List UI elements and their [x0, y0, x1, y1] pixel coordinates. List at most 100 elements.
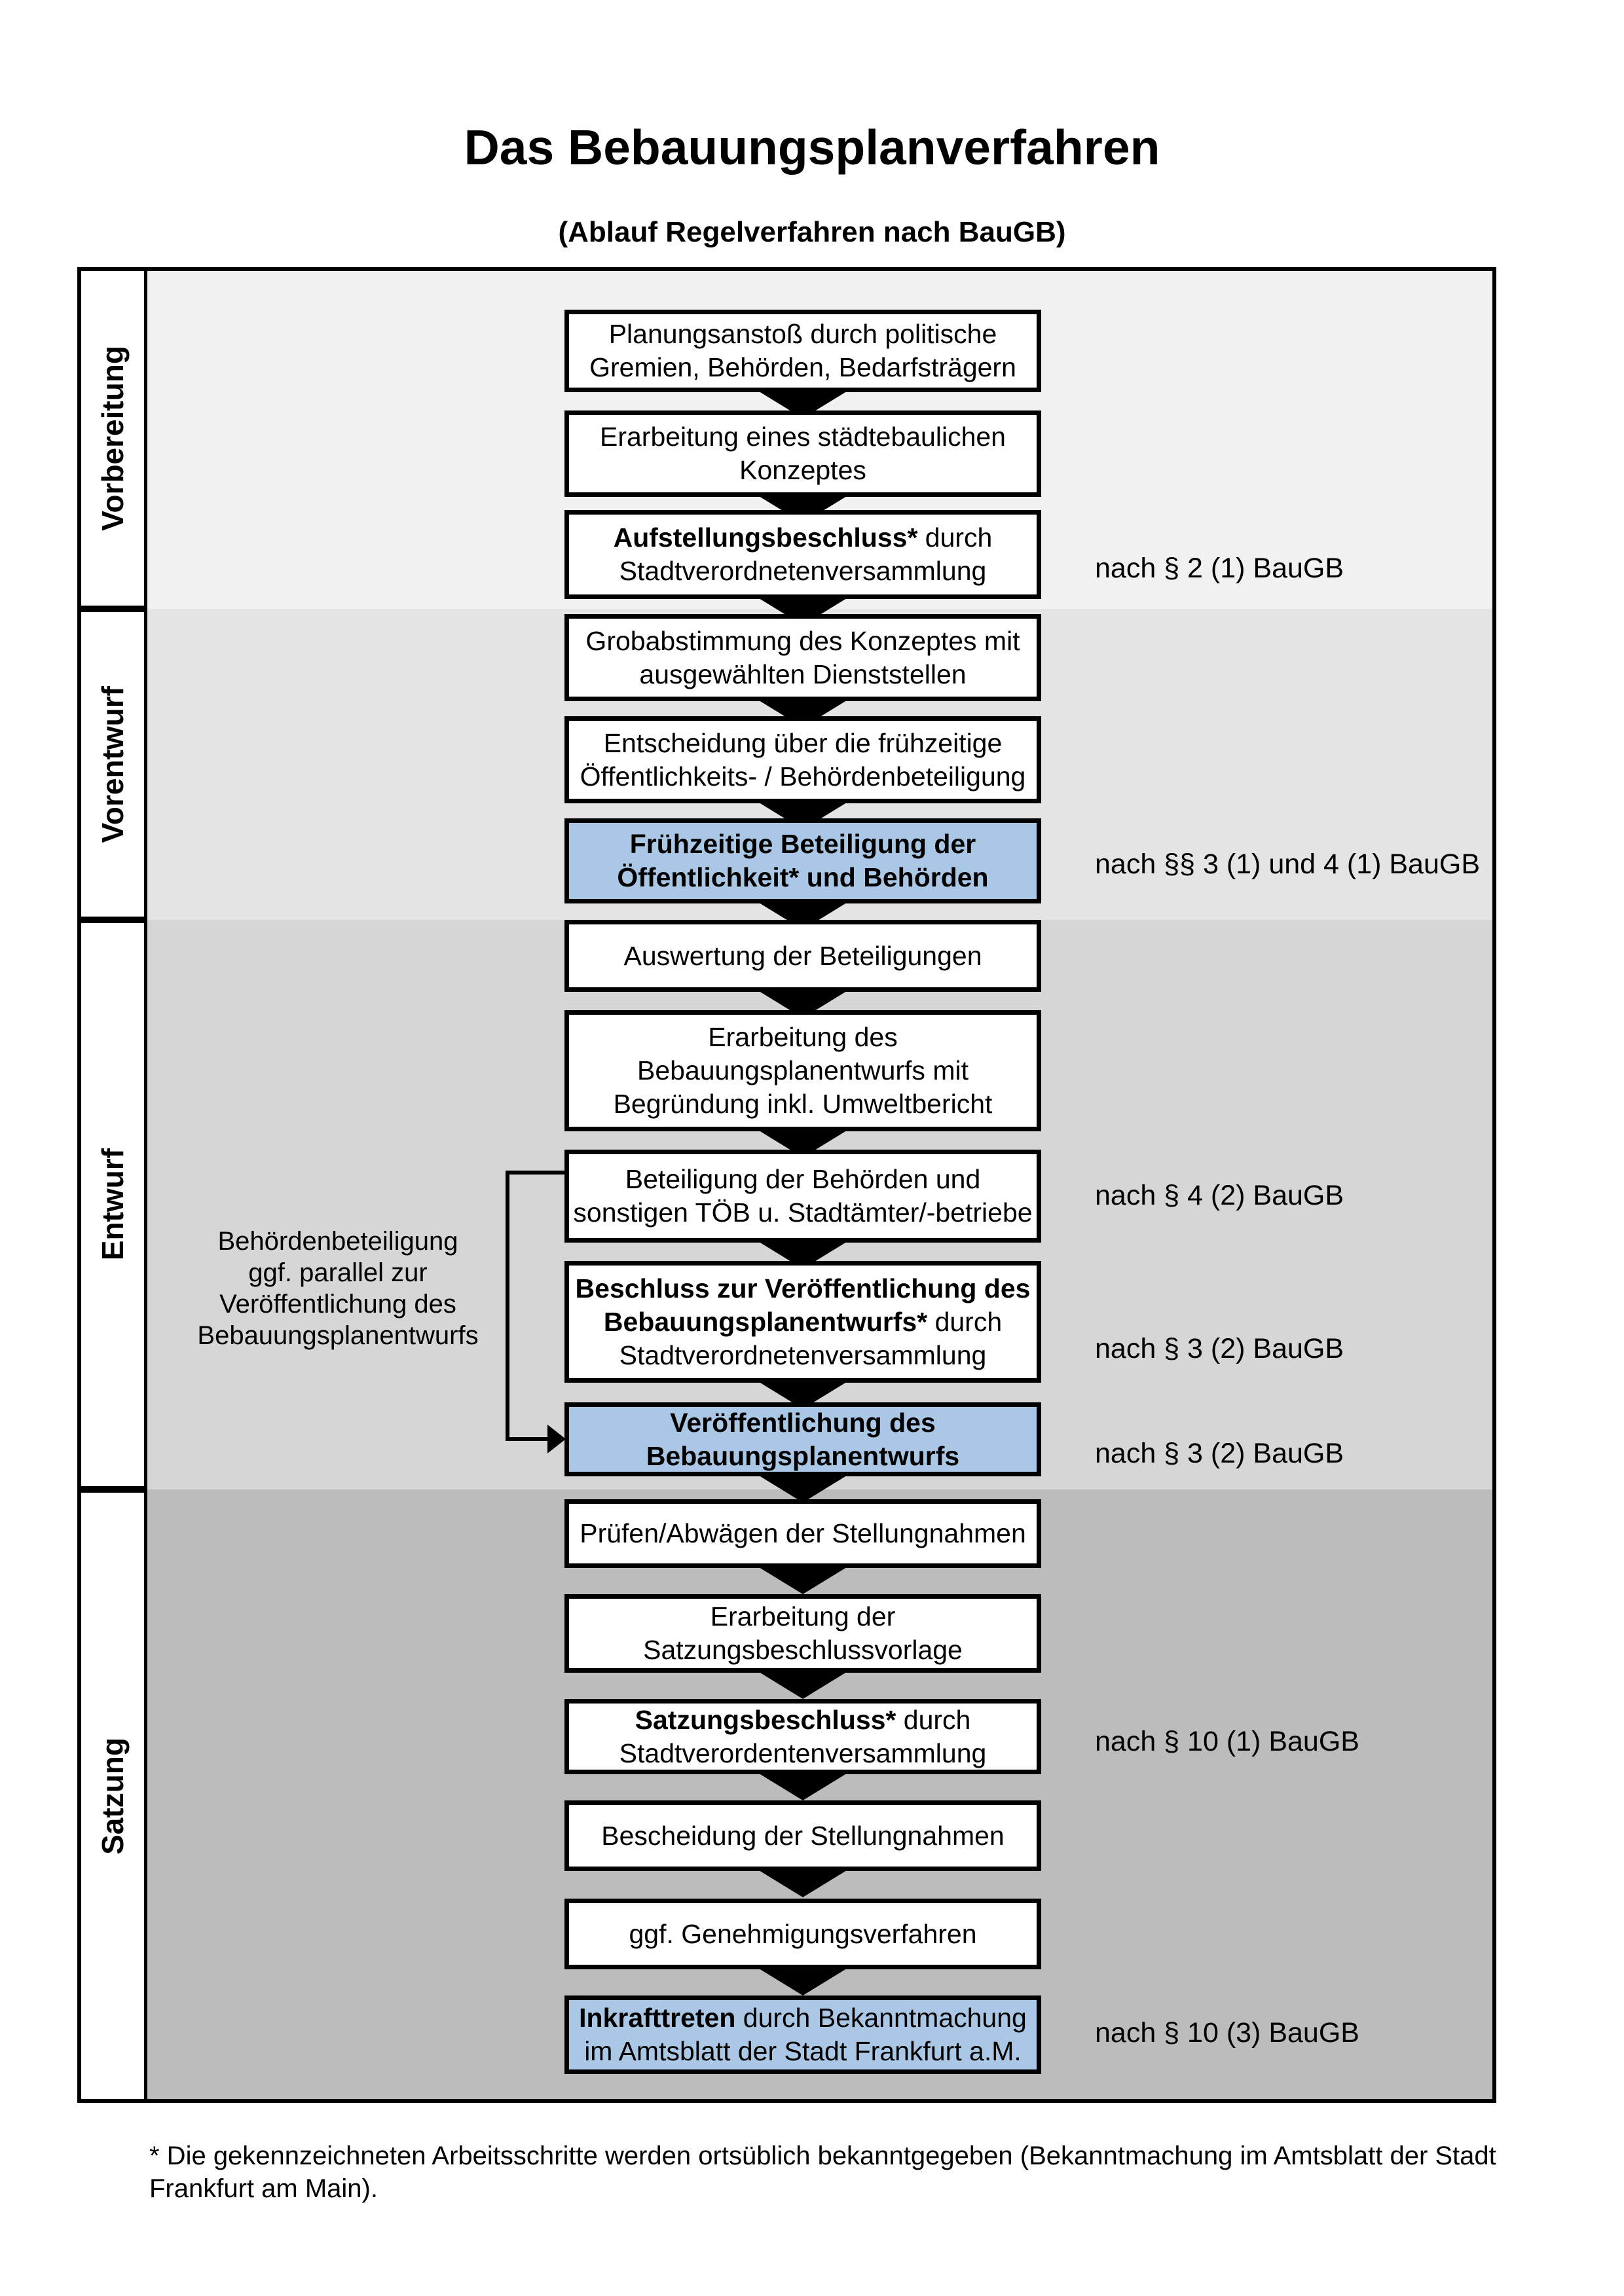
law-reference: nach § 3 (2) BauGB	[1095, 1438, 1344, 1469]
step-text: Beteiligung der Behörden und	[625, 1164, 981, 1194]
footnote-line-1: * Die gekennzeichneten Arbeitsschritte w…	[149, 2141, 1496, 2170]
step-text-line: im Amtsblatt der Stadt Frankfurt a.M.	[584, 2035, 1022, 2068]
step-text: Gremien, Behörden, Bedarfsträgern	[589, 352, 1016, 382]
step-text: Erarbeitung der	[710, 1601, 896, 1631]
step-text-line: Konzeptes	[739, 454, 866, 487]
law-reference: nach § 10 (3) BauGB	[1095, 2017, 1359, 2049]
step-text: Auswertung der Beteiligungen	[623, 940, 982, 971]
step-text: Bebauungsplanentwurfs mit	[637, 1055, 969, 1085]
step-text: Konzeptes	[739, 455, 866, 485]
footnote: * Die gekennzeichneten Arbeitsschritte w…	[149, 2140, 1551, 2205]
step-text-line: Bebauungsplanentwurfs* durch	[604, 1305, 1002, 1339]
step-text: Begründung inkl. Umweltbericht	[613, 1089, 993, 1119]
step-text: Planungsanstoß durch politische	[608, 319, 997, 349]
step-text-line: Öffentlichkeit* und Behörden	[617, 861, 988, 894]
step-text: ggf. Genehmigungsverfahren	[629, 1918, 977, 1949]
step-text-bold: Beschluss zur Veröffentlichung des	[575, 1273, 1031, 1303]
step-text-line: Satzungsbeschluss* durch	[635, 1704, 971, 1737]
step-box-15: Bescheidung der Stellungnahmen	[564, 1800, 1041, 1871]
footnote-line-2: Frankfurt am Main).	[149, 2174, 378, 2203]
side-annotation-line: Bebauungsplanentwurfs	[197, 1321, 479, 1350]
step-text-line: Entscheidung über die frühzeitige	[604, 727, 1003, 760]
step-text-line: Erarbeitung des	[708, 1021, 897, 1054]
step-text: Erarbeitung des	[708, 1022, 898, 1052]
step-text: Satzungsbeschlussvorlage	[643, 1635, 963, 1665]
flow-down-arrow-icon	[754, 1867, 852, 1897]
side-annotation: Behördenbeteiligung ggf. parallel zur Ve…	[141, 1226, 534, 1351]
step-text: Prüfen/Abwägen der Stellungnahmen	[580, 1518, 1026, 1548]
phase-cell-satzung: Satzung	[81, 1493, 144, 2100]
step-text-line: Stadtverordnetenversammlung	[619, 555, 987, 588]
step-text-line: Bescheidung der Stellungnahmen	[601, 1819, 1004, 1853]
step-text-bold: Inkrafttreten	[579, 2003, 736, 2033]
step-text-bold: Aufstellungsbeschluss*	[613, 522, 918, 553]
step-text-line: Beteiligung der Behörden und	[625, 1163, 981, 1196]
step-text-line: Öffentlichkeits- / Behördenbeteiligung	[580, 760, 1026, 793]
law-reference: nach § 10 (1) BauGB	[1095, 1726, 1359, 1757]
step-text-line: Inkrafttreten durch Bekanntmachung	[579, 2001, 1027, 2035]
phase-label-entwurf: Entwurf	[95, 1148, 130, 1261]
step-text-line: Stadtverordnetenversammlung	[619, 1339, 987, 1372]
step-text-line: Beschluss zur Veröffentlichung des	[576, 1272, 1031, 1305]
step-text-bold: Öffentlichkeit* und Behörden	[617, 862, 989, 892]
step-text: im Amtsblatt der Stadt Frankfurt a.M.	[584, 2036, 1022, 2066]
step-text-line: Erarbeitung eines städtebaulichen	[600, 420, 1006, 454]
bracket-top-connector	[506, 1171, 564, 1175]
step-text: Grobabstimmung des Konzeptes mit	[585, 625, 1020, 656]
law-reference: nach § 4 (2) BauGB	[1095, 1180, 1344, 1211]
phase-cell-entwurf: Entwurf	[81, 923, 144, 1486]
page-title: Das Bebauungsplanverfahren	[464, 120, 1160, 175]
step-text-line: Bebauungsplanentwurfs mit	[637, 1054, 969, 1087]
step-text-bold: Veröffentlichung des	[670, 1407, 936, 1438]
step-text: durch	[896, 1704, 971, 1735]
step-text-line: ausgewählten Dienststellen	[639, 658, 966, 691]
flow-down-arrow-icon	[754, 1564, 852, 1594]
step-text-line: Satzungsbeschlussvorlage	[643, 1633, 963, 1667]
step-text: sonstigen TÖB u. Stadtämter/-betriebe	[573, 1197, 1033, 1228]
step-box-16: ggf. Genehmigungsverfahren	[564, 1899, 1041, 1969]
step-text-line: Bebauungsplanentwurfs	[646, 1440, 959, 1473]
step-text-bold: Frühzeitige Beteiligung der	[629, 829, 976, 859]
step-text-line: sonstigen TÖB u. Stadtämter/-betriebe	[573, 1196, 1032, 1230]
side-annotation-line: ggf. parallel zur	[248, 1258, 428, 1287]
phase-label-vorentwurf: Vorentwurf	[95, 685, 130, 843]
step-text-bold: Satzungsbeschluss*	[635, 1704, 896, 1735]
flow-down-arrow-icon	[754, 1669, 852, 1699]
flow-down-arrow-icon	[754, 1472, 852, 1503]
step-text: Stadtverordnetenversammlung	[619, 1339, 987, 1370]
step-text-line: Planungsanstoß durch politische	[609, 318, 997, 351]
law-reference: nach §§ 3 (1) und 4 (1) BauGB	[1095, 848, 1481, 880]
step-text: durch	[917, 522, 993, 553]
step-text: Stadtverordnetenversammlung	[619, 556, 987, 586]
step-box-7: Auswertung der Beteiligungen	[564, 920, 1041, 992]
bracket-bottom-connector	[506, 1437, 550, 1441]
step-text: durch	[927, 1306, 1003, 1337]
step-text-bold: Bebauungsplanentwurfs*	[603, 1306, 928, 1337]
bracket-vertical-line	[506, 1171, 509, 1441]
step-text-line: Aufstellungsbeschluss* durch	[614, 521, 993, 555]
step-text-line: Gremien, Behörden, Bedarfsträgern	[589, 351, 1016, 384]
step-box-12: Prüfen/Abwägen der Stellungnahmen	[564, 1499, 1041, 1568]
step-text-bold: Bebauungsplanentwurfs	[646, 1440, 960, 1471]
step-text-line: Erarbeitung der	[710, 1600, 896, 1633]
step-text-line: Begründung inkl. Umweltbericht	[614, 1087, 993, 1121]
side-annotation-line: Veröffentlichung des	[219, 1290, 456, 1319]
step-text-line: ggf. Genehmigungsverfahren	[629, 1918, 976, 1951]
step-text-line: Stadtverordentenversammlung	[619, 1737, 987, 1770]
side-annotation-line: Behördenbeteiligung	[217, 1227, 458, 1256]
step-text-line: Veröffentlichung des	[670, 1406, 936, 1440]
law-reference: nach § 2 (1) BauGB	[1095, 553, 1344, 584]
phase-label-vorbereitung: Vorbereitung	[95, 345, 130, 531]
